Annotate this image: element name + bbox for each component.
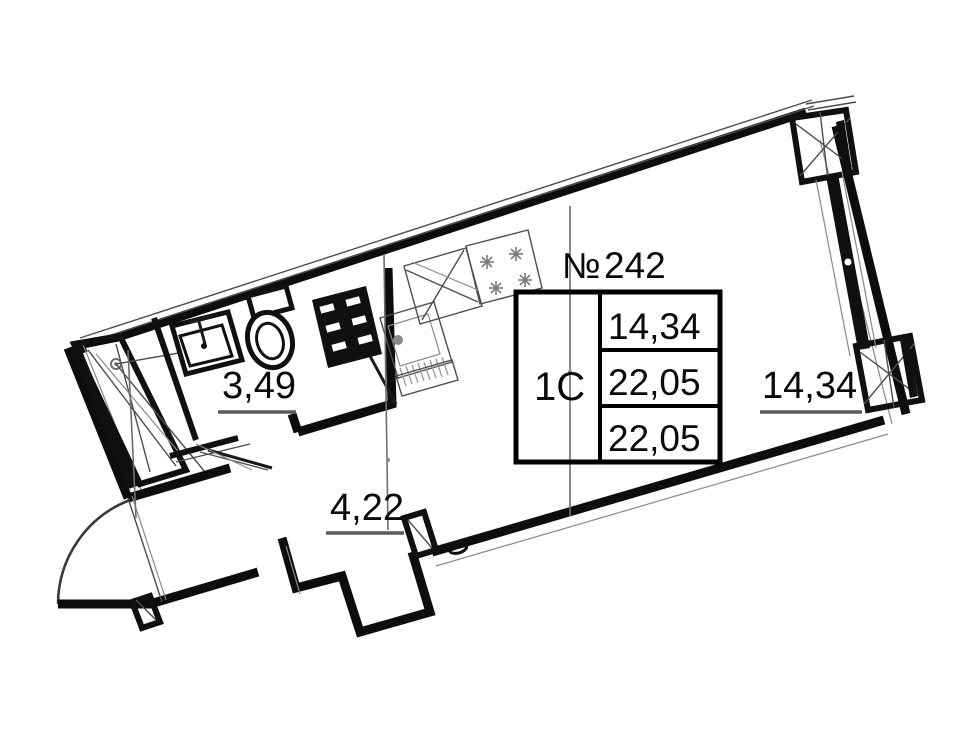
living-room-area-text: 14,34 [762, 365, 857, 407]
window-icon-bottom-right [852, 332, 926, 414]
bathroom-partitions [151, 267, 397, 471]
table-cell-value-1: 22,05 [608, 362, 701, 403]
number-prefix: № [562, 245, 601, 286]
hall-area-text: 4,22 [330, 487, 404, 529]
entry-door-icon [56, 463, 260, 632]
bathroom-area-text: 3,49 [222, 365, 296, 407]
table-cell-value-2: 22,05 [608, 418, 701, 459]
shaft-icon [312, 286, 398, 405]
stove-icon [465, 229, 543, 305]
number-value: 242 [604, 245, 666, 286]
wall-top [70, 99, 815, 357]
sink-icon [168, 308, 246, 378]
window-icon-right-band [815, 171, 877, 357]
wall-bottom-stepped-niche [277, 508, 469, 638]
toilet-icon [244, 282, 296, 371]
apartment-number-title: № 242 [562, 245, 666, 286]
info-table[interactable]: № 242 1C 14,34 22,05 22,05 [513, 245, 723, 465]
table-frame [513, 289, 723, 465]
area-label-hall: 4,22 [326, 487, 404, 535]
window-icon-top-right [788, 95, 860, 186]
area-label-living-room: 14,34 [760, 365, 862, 414]
apartment-type-text: 1C [534, 365, 585, 409]
wall-bottom [430, 415, 889, 567]
area-label-bathroom: 3,49 [218, 365, 296, 414]
cabinet-icon [403, 247, 483, 325]
table-cell-value-0: 14,34 [608, 306, 701, 347]
window-icon-left [69, 332, 211, 489]
